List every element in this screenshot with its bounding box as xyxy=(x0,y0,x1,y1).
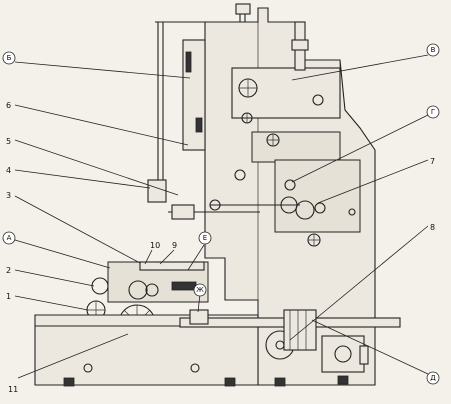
handwheel-2 xyxy=(91,277,109,295)
column-bolt-left xyxy=(234,169,246,181)
foot-left xyxy=(63,377,75,387)
callout-v-circle xyxy=(426,43,440,57)
callout-8: 8 xyxy=(430,223,435,232)
linkage-bracket xyxy=(171,204,195,220)
motor-face xyxy=(334,345,352,363)
top-clamp xyxy=(235,3,251,15)
callout-7: 7 xyxy=(430,157,435,166)
base-bolt-1 xyxy=(83,363,93,373)
callout-4: 4 xyxy=(6,166,11,175)
bracket-zh xyxy=(189,309,209,325)
head-lower-cross xyxy=(242,113,252,123)
motor-end-cap xyxy=(359,345,369,365)
feed-box-lever xyxy=(171,281,197,291)
callout-b: Б xyxy=(7,54,12,62)
callout-9: 9 xyxy=(172,241,177,250)
motor-foot xyxy=(337,375,349,385)
spindle-collar xyxy=(291,39,309,51)
feed-gearbox-plate xyxy=(274,159,361,233)
callout-3: 3 xyxy=(6,191,11,200)
callout-v: В xyxy=(431,46,436,54)
callout-e-circle xyxy=(198,231,212,245)
callout-b-circle xyxy=(2,51,16,65)
callout-10: 10 xyxy=(150,241,160,250)
gearbox-knob-2-cross xyxy=(308,234,320,246)
upper-head-housing xyxy=(231,67,341,119)
callout-d: Д xyxy=(430,374,436,382)
machine-base xyxy=(34,314,259,386)
head-bolt-cross xyxy=(239,79,257,97)
callout-e: Е xyxy=(203,234,207,242)
top-rail xyxy=(155,9,246,23)
gearbox-knob-1 xyxy=(284,179,296,191)
callout-zh-circle xyxy=(193,283,207,297)
coupling-ribs xyxy=(289,310,307,350)
feed-box-top xyxy=(139,261,205,271)
control-dial-cross xyxy=(267,134,279,146)
callout-a: А xyxy=(7,234,12,242)
lever-block xyxy=(147,179,167,203)
foot-right xyxy=(274,377,286,387)
base-bolt-2 xyxy=(190,363,200,373)
leader-lines xyxy=(14,54,429,379)
callout-5: 5 xyxy=(6,137,11,146)
gearbox-pin xyxy=(348,208,356,216)
callout-6: 6 xyxy=(6,101,11,110)
feed-box-gear-a xyxy=(128,280,148,300)
linkage-gear-small xyxy=(314,202,326,214)
foot-mid xyxy=(224,377,236,387)
motor-body xyxy=(321,335,365,373)
gear-coupling xyxy=(283,309,317,351)
slide-stop-2 xyxy=(195,117,203,133)
callout-a-circle xyxy=(2,231,16,245)
head-boss xyxy=(312,94,324,106)
callout-2: 2 xyxy=(6,266,11,275)
callout-zh: Ж xyxy=(196,286,204,294)
slide-stop-1 xyxy=(185,51,192,73)
linkage-pivot xyxy=(209,199,221,211)
callout-1: 1 xyxy=(6,292,11,301)
callout-11: 11 xyxy=(8,385,18,394)
callout-g-circle xyxy=(426,105,440,119)
feed-box-gear-b xyxy=(145,283,159,297)
callout-d-circle xyxy=(426,371,440,385)
upper-control-box xyxy=(251,131,341,163)
callout-g: Г xyxy=(431,108,435,116)
linkage-gear-right xyxy=(295,200,315,220)
